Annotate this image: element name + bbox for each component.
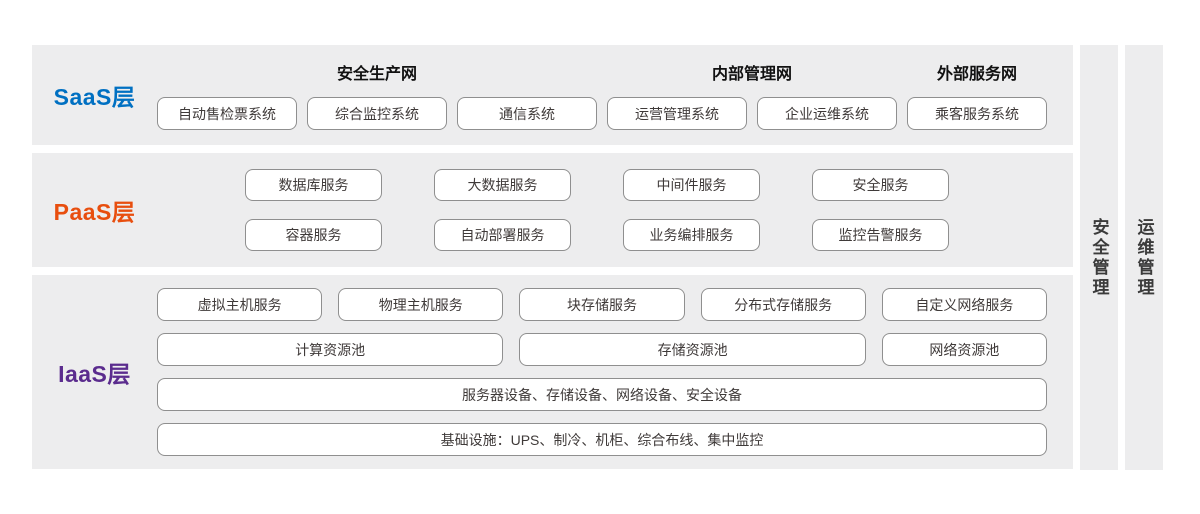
paas-service-box: 大数据服务 — [434, 169, 571, 201]
resource-pool-box: 网络资源池 — [881, 333, 1047, 366]
iaas-service-box: 虚拟主机服务 — [157, 288, 323, 321]
iaas-service-box: 物理主机服务 — [338, 288, 504, 321]
iaas-layer: IaaS层 虚拟主机服务 物理主机服务 块存储服务 分布式存储服务 自定义网络服… — [32, 275, 1073, 469]
layers-column: SaaS层 安全生产网 内部管理网 外部服务网 自动售检票系统 综合监控系统 通… — [32, 45, 1073, 470]
paas-service-box: 安全服务 — [812, 169, 949, 201]
security-management-bar: 安全管理 — [1080, 45, 1118, 470]
iaas-service-box: 块存储服务 — [519, 288, 685, 321]
network-header-internal-management: 内部管理网 — [711, 66, 792, 83]
paas-service-box: 业务编排服务 — [623, 219, 760, 251]
device-box: 服务器设备、存储设备、网络设备、安全设备 — [157, 378, 1047, 411]
paas-service-box: 容器服务 — [245, 219, 382, 251]
saas-system-box: 通信系统 — [457, 97, 597, 130]
iaas-layer-content: 虚拟主机服务 物理主机服务 块存储服务 分布式存储服务 自定义网络服务 计算资源… — [157, 275, 1047, 469]
resource-pool-box: 存储资源池 — [519, 333, 866, 366]
operations-management-bar: 运维管理 — [1125, 45, 1163, 470]
paas-service-box: 数据库服务 — [245, 169, 382, 201]
iaas-service-box: 自定义网络服务 — [881, 288, 1047, 321]
saas-layer: SaaS层 安全生产网 内部管理网 外部服务网 自动售检票系统 综合监控系统 通… — [32, 45, 1073, 145]
infrastructure-box: 基础设施：UPS、制冷、机柜、综合布线、集中监控 — [157, 423, 1047, 456]
saas-system-box: 运营管理系统 — [607, 97, 747, 130]
iaas-service-box: 分布式存储服务 — [700, 288, 866, 321]
saas-system-box: 企业运维系统 — [757, 97, 897, 130]
saas-layer-content: 安全生产网 内部管理网 外部服务网 自动售检票系统 综合监控系统 通信系统 运营… — [157, 45, 1047, 145]
paas-layer-content: 数据库服务 大数据服务 中间件服务 安全服务 容器服务 自动部署服务 业务编排服… — [157, 153, 1047, 267]
network-header-external-service: 外部服务网 — [936, 66, 1017, 83]
paas-row: 数据库服务 大数据服务 中间件服务 安全服务 — [157, 169, 1047, 201]
security-management-label: 安全管理 — [1089, 217, 1109, 298]
network-header-safety-production: 安全生产网 — [336, 66, 417, 83]
resource-pool-box: 计算资源池 — [157, 333, 504, 366]
operations-management-label: 运维管理 — [1134, 217, 1154, 298]
paas-layer-label: PaaS层 — [53, 199, 136, 225]
paas-service-box: 自动部署服务 — [434, 219, 571, 251]
paas-service-box: 中间件服务 — [623, 169, 760, 201]
saas-system-box: 乘客服务系统 — [907, 97, 1047, 130]
saas-layer-label: SaaS层 — [53, 84, 136, 110]
saas-system-box: 自动售检票系统 — [157, 97, 297, 130]
paas-service-box: 监控告警服务 — [812, 219, 949, 251]
paas-layer: PaaS层 数据库服务 大数据服务 中间件服务 安全服务 容器服务 自动部署服务… — [32, 153, 1073, 267]
iaas-layer-label: IaaS层 — [58, 361, 131, 387]
saas-system-box: 综合监控系统 — [307, 97, 447, 130]
paas-row: 容器服务 自动部署服务 业务编排服务 监控告警服务 — [157, 219, 1047, 251]
